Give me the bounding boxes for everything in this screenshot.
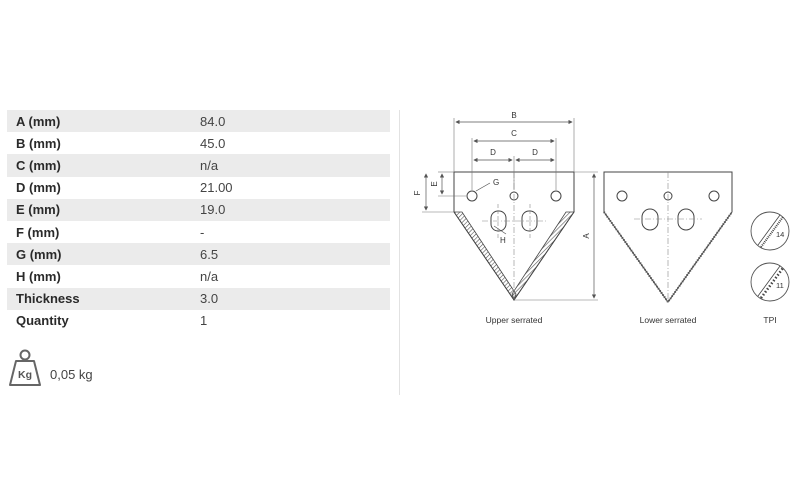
- spec-label: F (mm): [16, 224, 60, 240]
- serrated-edge-right: [511, 211, 575, 301]
- spec-value: -: [200, 224, 205, 240]
- weight-value: 0,05 kg: [50, 367, 93, 382]
- spec-row-thickness: Thickness 3.0: [7, 287, 390, 310]
- caption-upper-serrated: Upper serrated: [486, 315, 543, 325]
- dim-label-g: G: [493, 178, 499, 187]
- slot-right: [677, 208, 695, 231]
- tpi-value-coarse: 11: [776, 281, 784, 290]
- spec-table: A (mm) 84.0 B (mm) 45.0 C (mm) n/a D (mm) 21…: [7, 110, 390, 332]
- technical-drawing: B C D D E F A G H Upper serrated: [413, 111, 790, 325]
- spec-label: E (mm): [16, 202, 61, 218]
- dim-label-e: E: [430, 181, 439, 186]
- spec-label: G (mm): [16, 246, 62, 262]
- slot-left: [641, 208, 659, 231]
- dim-label-c: C: [511, 129, 517, 138]
- spec-label: Quantity: [16, 313, 69, 329]
- spec-label: B (mm): [16, 135, 61, 151]
- spec-label: D (mm): [16, 180, 61, 196]
- spec-row-f: F (mm) -: [7, 221, 390, 243]
- dim-label-d1: D: [490, 148, 496, 157]
- spec-value: n/a: [200, 268, 219, 284]
- dim-label-d2: D: [532, 148, 538, 157]
- tpi-value-fine: 14: [776, 230, 784, 239]
- spec-row-h: H (mm) n/a: [7, 265, 390, 287]
- spec-row-e: E (mm) 19.0: [7, 198, 390, 221]
- divider: [399, 110, 400, 395]
- spec-row-g: G (mm) 6.5: [7, 243, 390, 266]
- fine-serration: [603, 211, 733, 304]
- spec-label: C (mm): [16, 157, 61, 173]
- spec-value: n/a: [200, 157, 219, 173]
- upper-serrated-blade: B C D D E F A G H Upper serrated: [413, 111, 598, 325]
- dim-label-h: H: [500, 236, 506, 245]
- spec-row-b: B (mm) 45.0: [7, 132, 390, 154]
- weight-info: Kg 0,05 kg: [8, 348, 93, 388]
- dim-label-f: F: [413, 190, 422, 195]
- dim-label-b: B: [511, 111, 516, 120]
- spec-row-quantity: Quantity 1: [7, 310, 390, 332]
- weight-icon: Kg: [9, 349, 41, 386]
- weight-icon-label: Kg: [18, 369, 32, 381]
- spec-value: 84.0: [200, 113, 226, 129]
- hole-left: [616, 190, 628, 202]
- caption-tpi: TPI: [763, 315, 776, 325]
- spec-value: 19.0: [200, 202, 226, 218]
- caption-lower-serrated: Lower serrated: [640, 315, 697, 325]
- spec-row-d: D (mm) 21.00: [7, 177, 390, 199]
- spec-value: 21.00: [200, 180, 233, 196]
- lower-serrated-blade: Lower serrated: [603, 171, 733, 325]
- spec-label: H (mm): [16, 268, 61, 284]
- hole-left: [466, 190, 478, 202]
- spec-value: 3.0: [200, 291, 219, 307]
- hole-right: [708, 190, 720, 202]
- hole-right: [550, 190, 562, 202]
- tpi-legend: 14 11 TPI: [750, 211, 790, 325]
- spec-row-a: A (mm) 84.0: [7, 110, 390, 133]
- spec-label: Thickness: [16, 291, 80, 307]
- spec-row-c: C (mm) n/a: [7, 154, 390, 177]
- spec-value: 1: [200, 313, 208, 329]
- spec-label: A (mm): [16, 113, 61, 129]
- spec-value: 6.5: [200, 246, 219, 262]
- dim-label-a: A: [582, 233, 591, 239]
- spec-value: 45.0: [200, 135, 226, 151]
